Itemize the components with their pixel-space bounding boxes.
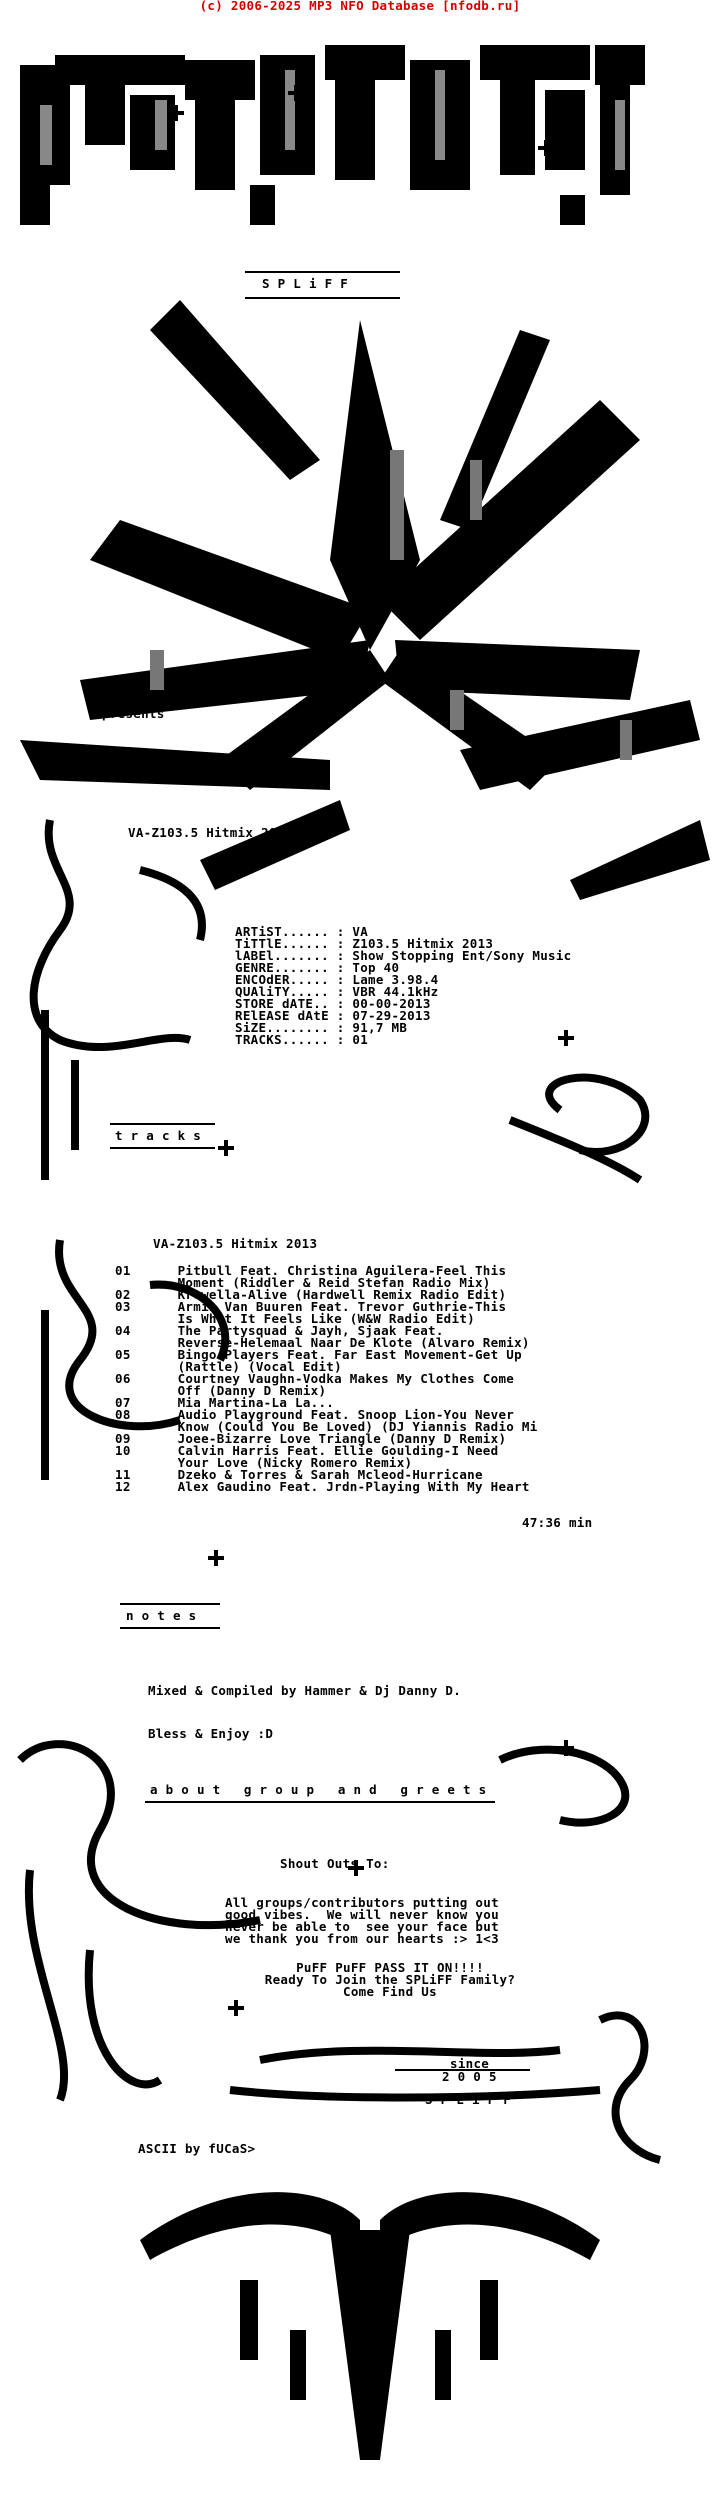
track-line: 07 Mia Martina-La La... [115, 1395, 335, 1410]
total-time: 47:36 min [522, 1515, 593, 1530]
logo-shading [40, 70, 625, 170]
track-line: 08 Audio Playground Feat. Snoop Lion-You… [115, 1407, 515, 1422]
track-line: (Rattle) (Vocal Edit) [115, 1359, 342, 1374]
track-line: Is What It Feels Like (W&W Radio Edit) [115, 1311, 475, 1326]
spliff-logo-art [20, 45, 645, 225]
tracklist-heading: VA-Z103.5 Hitmix 2013 [153, 1236, 318, 1251]
notes-section-title: n o t e s [126, 1608, 197, 1623]
info-line: GENRE....... : Top 40 [235, 960, 400, 975]
track-line: Off (Danny D Remix) [115, 1383, 327, 1398]
info-line: SiZE........ : 91,7 MB [235, 1020, 408, 1035]
notes-bless: Bless & Enjoy :D [148, 1726, 274, 1741]
info-line: TiTTlE...... : Z103.5 Hitmix 2013 [235, 936, 494, 951]
divider-lines [110, 1123, 530, 2071]
track-line: 03 Armin Van Buuren Feat. Trevor Guthrie… [115, 1299, 507, 1314]
ascii-credit: ASCII by fUCaS> [138, 2141, 256, 2156]
track-line: Know (Could You Be Loved) (DJ Yiannis Ra… [115, 1419, 538, 1434]
info-line: QUAliTY..... : VBR 44.1kHz [235, 984, 439, 999]
info-line: lABEl....... : Show Stopping Ent/Sony Mu… [235, 948, 572, 963]
slogan-line: Ready To Join the SPLiFF Family? [264, 1972, 516, 1987]
track-line: 04 The Partysquad & Jayh, Sjaak Feat. [115, 1323, 444, 1338]
info-line: ENCOdER..... : Lame 3.98.4 [235, 972, 439, 987]
footer-group-tag: S P L i F F [425, 2092, 512, 2107]
track-line: 06 Courtney Vaughn-Vodka Makes My Clothe… [115, 1371, 515, 1386]
bottom-ornament [140, 2192, 600, 2460]
track-line: 10 Calvin Harris Feat. Ellie Goulding-I … [115, 1443, 499, 1458]
sparkles [168, 85, 574, 2016]
tag-frame [245, 271, 400, 299]
leaf-shading [150, 450, 632, 760]
track-line: 09 Joee-Bizarre Love Triangle (Danny D R… [115, 1431, 507, 1446]
release-title: VA-Z103.5 Hitmix 2013 [128, 825, 293, 840]
track-line: 01 Pitbull Feat. Christina Aguilera-Feel… [115, 1263, 507, 1278]
track-line: 12 Alex Gaudino Feat. Jrdn-Playing With … [115, 1479, 530, 1494]
greets-line: All groups/contributors putting out [225, 1895, 499, 1910]
info-line: ARTiST...... : VA [235, 924, 369, 939]
since-year: 2 0 0 5 [442, 2069, 497, 2084]
track-line: Moment (Riddler & Reid Stefan Radio Mix) [115, 1275, 491, 1290]
slogan-line: Come Find Us [343, 1984, 437, 1999]
about-section-title: a b o u t g r o u p a n d g r e e t s [150, 1782, 487, 1797]
track-line: Reverse-Helemaal Naar De Klote (Alvaro R… [115, 1335, 530, 1350]
presents-label: presents [102, 706, 165, 721]
info-line: TRACKS...... : 01 [235, 1032, 369, 1047]
info-line: STORE dATE.. : 00-00-2013 [235, 996, 431, 1011]
database-credit: (c) 2006-2025 MP3 NFO Database [nfodb.ru… [199, 0, 521, 13]
track-line: 02 Krewella-Alive (Hardwell Remix Radio … [115, 1287, 507, 1302]
leaf-art [20, 300, 710, 900]
track-line: Your Love (Nicky Romero Remix) [115, 1455, 413, 1470]
greets-line: we thank you from our hearts :> 1<3 [225, 1931, 499, 1946]
group-tag: S P L i F F [262, 276, 349, 291]
info-line: RElEASE dAtE : 07-29-2013 [235, 1008, 431, 1023]
notes-credit: Mixed & Compiled by Hammer & Dj Danny D. [148, 1683, 462, 1698]
greets-line: never be able to see your face but [225, 1919, 499, 1934]
greets-line: good vibes. We will never know you [225, 1907, 499, 1922]
track-line: 11 Dzeko & Torres & Sarah Mcleod-Hurrica… [115, 1467, 483, 1482]
slogan-line: PuFF PuFF PASS IT ON!!!! [296, 1960, 484, 1975]
greets-heading: Shout Outs To: [280, 1856, 390, 1871]
tracks-section-title: t r a c k s [115, 1128, 202, 1143]
swirl-art [17, 819, 662, 2164]
track-line: 05 Bingo Players Feat. Far East Movement… [115, 1347, 522, 1362]
since-label: since [450, 2056, 490, 2071]
